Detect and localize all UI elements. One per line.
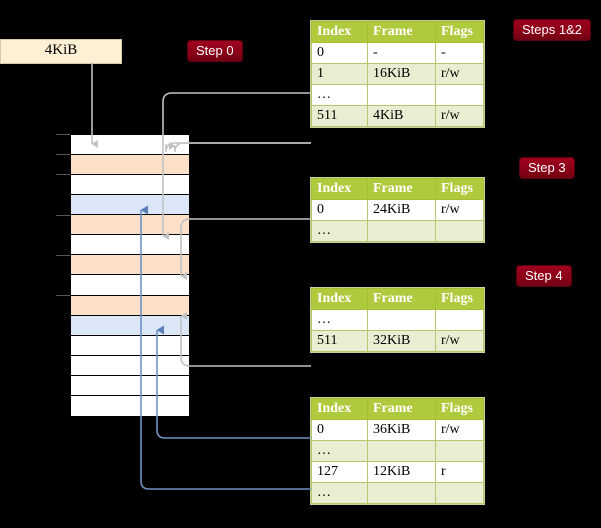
table-cell: 36KiB: [367, 419, 436, 441]
table-cell: 24KiB: [367, 199, 436, 221]
table-row: …: [311, 84, 484, 106]
table-cell: [367, 482, 436, 504]
table-row: …: [311, 220, 484, 242]
memory-tick: [56, 134, 70, 135]
step-label-step3: Step 3: [519, 157, 575, 179]
step3-text: Step 3: [528, 160, 566, 175]
table-row: …: [311, 482, 484, 504]
table-header-flags: Flags: [435, 21, 484, 43]
memory-tick: [56, 215, 70, 216]
memory-tick: [56, 255, 70, 256]
table-row: …: [311, 309, 484, 331]
table-cell: [435, 220, 484, 242]
table-cell: …: [311, 440, 368, 462]
table-cell: r/w: [435, 199, 484, 221]
table-cell: 12KiB: [367, 461, 436, 483]
table-cell: -: [435, 42, 484, 64]
step4-text: Step 4: [525, 268, 563, 283]
table-cell: r: [435, 461, 484, 483]
table-header-flags: Flags: [435, 178, 484, 200]
table-cell: …: [311, 309, 368, 331]
memory-tick: [56, 154, 70, 155]
memory-row: [71, 355, 189, 376]
table-header-flags: Flags: [435, 288, 484, 310]
table-cell: [367, 220, 436, 242]
table-cell: 0: [311, 42, 368, 64]
table-cell: [435, 482, 484, 504]
table-cell: r/w: [435, 63, 484, 85]
table-cell: 511: [311, 330, 368, 352]
memory-row: [71, 335, 189, 356]
memory-row: [71, 295, 189, 316]
step-label-step4: Step 4: [516, 265, 572, 287]
table-cell: r/w: [435, 419, 484, 441]
table-cell: 1: [311, 63, 368, 85]
table-cell: 0: [311, 419, 368, 441]
memory-row: [71, 315, 189, 336]
table-row: 0--: [311, 42, 484, 64]
source-frame-label: 4KiB: [44, 42, 78, 58]
table-header-index: Index: [311, 178, 368, 200]
table-cell: 127: [311, 461, 368, 483]
memory-row: [71, 375, 189, 396]
memory-row: [71, 155, 189, 176]
physical-memory-column: [70, 134, 190, 416]
table-header-index: Index: [311, 398, 368, 420]
connector-pml4-511: [169, 142, 311, 153]
table-cell: -: [367, 42, 436, 64]
table-header-index: Index: [311, 288, 368, 310]
table-row: …: [311, 440, 484, 462]
table-cell: [435, 440, 484, 462]
table-header-frame: Frame: [367, 21, 436, 43]
table-cell: [367, 440, 436, 462]
table-cell: 32KiB: [367, 330, 436, 352]
table-cell: [435, 84, 484, 106]
memory-row: [71, 195, 189, 216]
memory-row: [71, 275, 189, 296]
table-cell: …: [311, 84, 368, 106]
table-header-frame: Frame: [367, 178, 436, 200]
table-cell: [435, 309, 484, 331]
table-header-frame: Frame: [367, 288, 436, 310]
step-label-steps12: Steps 1&2: [513, 19, 591, 41]
table-cell: …: [311, 482, 368, 504]
step-label-step0: Step 0: [187, 40, 243, 62]
table-cell: 4KiB: [367, 105, 436, 127]
table-cell: [367, 84, 436, 106]
steps12-text: Steps 1&2: [522, 22, 582, 37]
memory-row: [71, 235, 189, 256]
memory-row: [71, 255, 189, 276]
step0-text: Step 0: [196, 43, 234, 58]
table-header-index: Index: [311, 21, 368, 43]
connector-pdp-entry0: [180, 218, 311, 280]
table-header-frame: Frame: [367, 398, 436, 420]
memory-tick: [56, 295, 70, 296]
table-cell: …: [311, 220, 368, 242]
memory-row: [71, 215, 189, 236]
table-cell: [367, 309, 436, 331]
table-cell: 511: [311, 105, 368, 127]
memory-row: [71, 135, 189, 156]
memory-row: [71, 395, 189, 416]
source-frame-box: 4KiB: [0, 39, 122, 64]
memory-tick: [56, 174, 70, 175]
table-cell: r/w: [435, 105, 484, 127]
memory-row: [71, 175, 189, 196]
table-cell: r/w: [435, 330, 484, 352]
table-header-flags: Flags: [435, 398, 484, 420]
table-cell: 16KiB: [367, 63, 436, 85]
table-cell: 0: [311, 199, 368, 221]
connector-pd-entry511: [180, 312, 311, 367]
